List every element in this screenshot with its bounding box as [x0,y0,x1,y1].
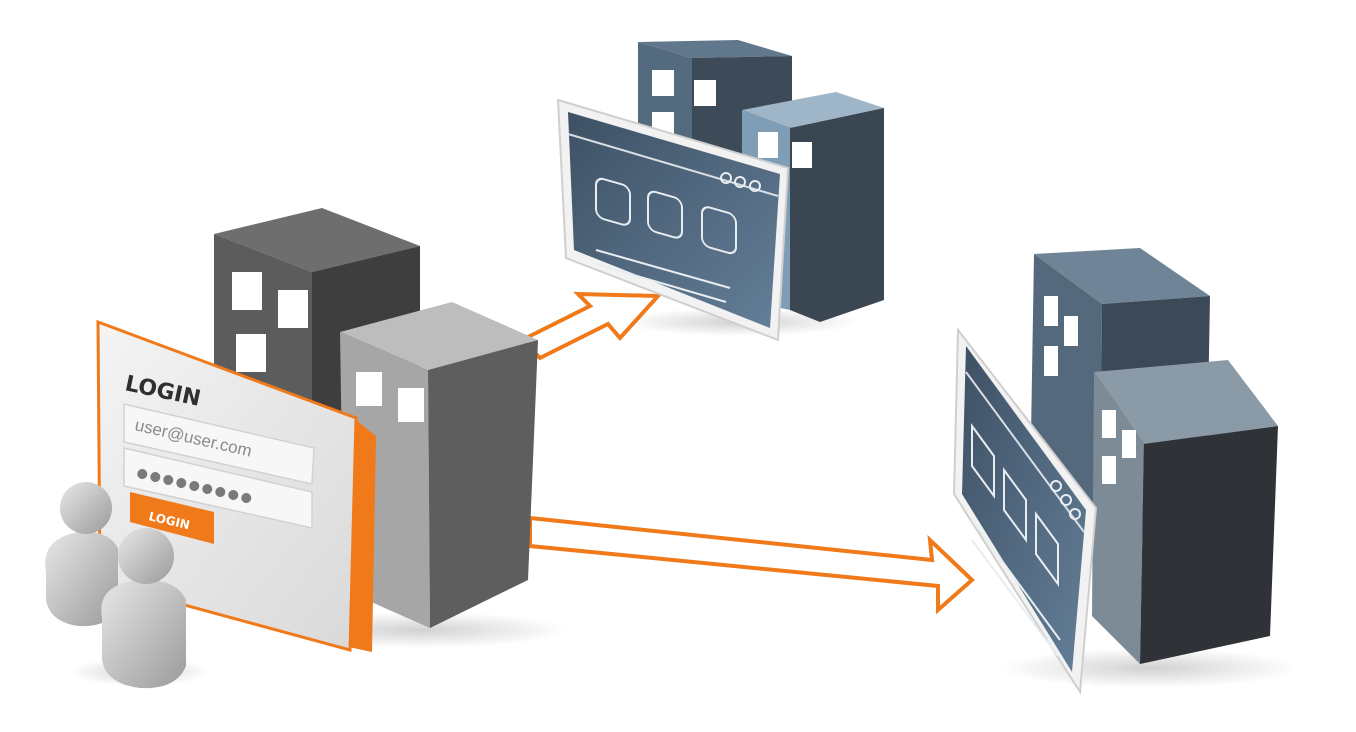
browser-window-icon [952,327,1098,696]
arrow-to-right-app [528,515,975,615]
browser-window-icon [556,98,790,342]
login-button[interactable]: LOGIN [130,492,214,544]
top-app-group [556,40,884,342]
arrow-right-icon [528,515,975,615]
right-app-group [952,248,1300,696]
source-group: LOGIN user@user.com ●●●●●●●●● LOGIN [45,208,570,689]
users-icon [45,482,210,689]
email-field[interactable]: user@user.com [123,403,315,485]
